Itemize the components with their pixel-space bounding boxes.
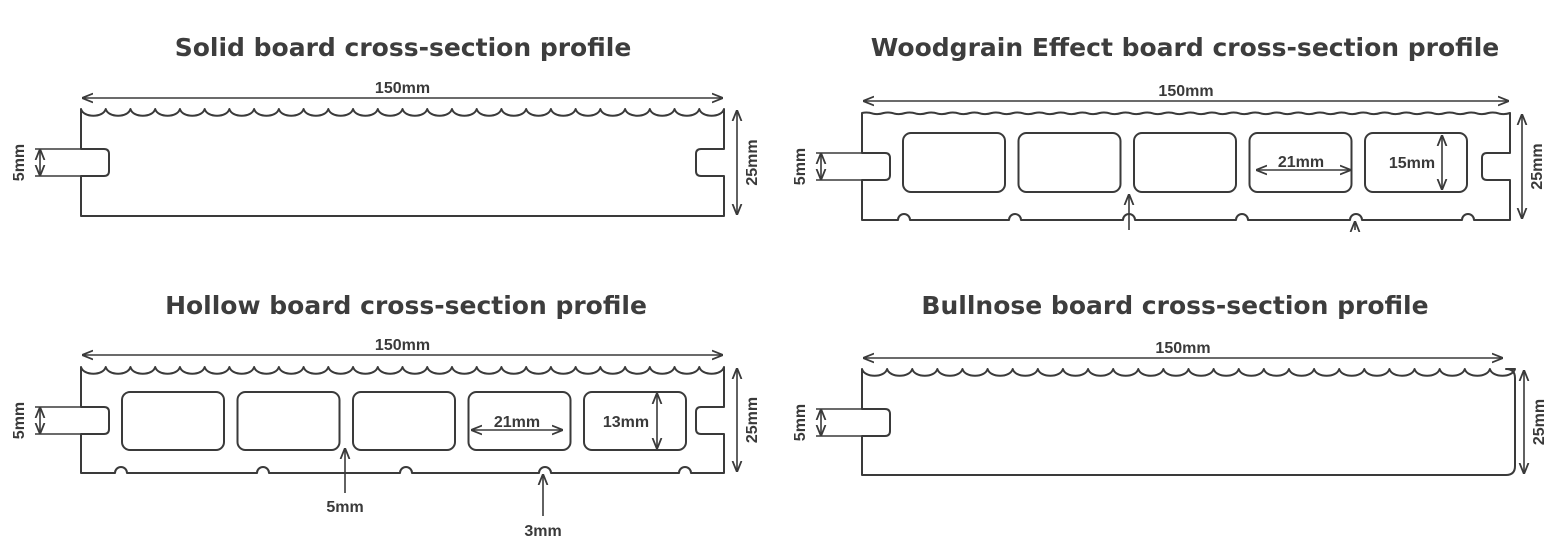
cavity (121, 391, 225, 451)
height-label: 25mm (1529, 143, 1546, 189)
wall-label: 3mm (524, 523, 561, 540)
cavity-height-label: 13mm (603, 414, 649, 431)
board-outline (861, 111, 1511, 221)
woodgrain-board-profile: 150mm 25mm 5mm 21mm 15mm (792, 83, 1546, 230)
cavity (467, 391, 572, 451)
cavity-width-label: 21mm (1278, 154, 1324, 171)
width-label: 150mm (1155, 340, 1210, 357)
cavity-width-label: 21mm (494, 414, 540, 431)
cavity (236, 391, 341, 451)
hollow-title: Hollow board cross-section profile (165, 291, 647, 320)
web-label: 5mm (326, 499, 363, 516)
cavity (352, 391, 456, 451)
groove-label: 5mm (11, 144, 28, 181)
cavity (1364, 132, 1468, 193)
solid-board-profile: 150mm 25mm 5mm (11, 80, 761, 217)
width-label: 150mm (1158, 83, 1213, 100)
woodgrain-title: Woodgrain Effect board cross-section pro… (870, 33, 1500, 62)
bullnose-board-profile: 150mm 25mm 5mm (792, 340, 1548, 476)
width-label: 150mm (375, 80, 430, 97)
groove-label: 5mm (11, 402, 28, 439)
cavity (902, 132, 1006, 193)
solid-title: Solid board cross-section profile (174, 33, 632, 62)
cavity-height-label: 15mm (1389, 155, 1435, 172)
height-label: 25mm (744, 397, 761, 443)
cavity (583, 391, 687, 451)
groove-label: 5mm (792, 148, 809, 185)
bullnose-title: Bullnose board cross-section profile (921, 291, 1429, 320)
groove-label: 5mm (792, 404, 809, 441)
height-label: 25mm (1531, 399, 1548, 445)
height-label: 25mm (744, 139, 761, 185)
cavity (1248, 132, 1353, 193)
width-label: 150mm (375, 337, 430, 354)
board-outline (80, 108, 725, 217)
cavity (1133, 132, 1237, 193)
cavity (1017, 132, 1122, 193)
hollow-board-profile: 150mm 25mm 5mm 21mm 13mm 5mm 3mm (11, 337, 761, 540)
board-outline (861, 368, 1516, 476)
